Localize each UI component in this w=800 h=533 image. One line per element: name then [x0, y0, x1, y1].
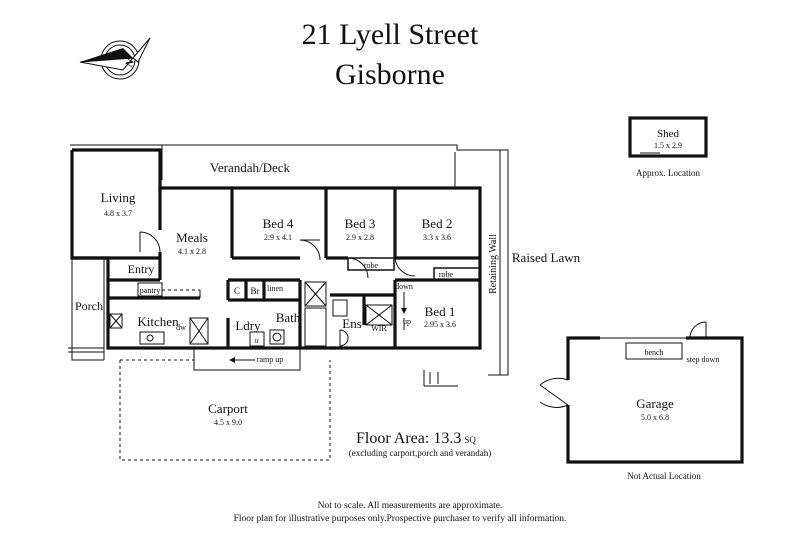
north-arrow-icon: N — [79, 37, 151, 80]
bed2-size: 3.3 x 3.6 — [423, 233, 451, 242]
shed-size: 1.5 x 2.9 — [654, 141, 682, 150]
retaining-wall-label: Retaining Wall — [488, 234, 499, 294]
dishwasher-label: dw — [176, 323, 186, 332]
floor-area-value: Floor Area: 13.3 — [356, 430, 461, 447]
shed — [628, 116, 708, 158]
address-title: 21 Lyell Street — [302, 18, 479, 51]
pantry-label: pantry — [140, 286, 160, 295]
bath-label: Bath — [276, 310, 301, 325]
garage-location-note: Not Actual Location — [627, 471, 701, 481]
step-down-label: step down — [687, 355, 720, 364]
meals-label: Meals — [176, 230, 208, 245]
bed1-label: Bed 1 — [425, 304, 456, 319]
entry-label: Entry — [128, 262, 155, 276]
carport-label: Carport — [208, 401, 248, 416]
bed1-size: 2.95 x 3.6 — [424, 320, 456, 329]
shed-label: Shed — [657, 128, 680, 140]
garage-size: 5.0 x 6.8 — [641, 413, 669, 422]
bed4-size: 2.9 x 4.1 — [264, 233, 292, 242]
carport-outline — [119, 359, 331, 461]
ramp-up-label: ramp up — [257, 355, 283, 364]
floor-area-unit: SQ — [464, 435, 476, 445]
living-label: Living — [101, 190, 136, 205]
down-label: down — [395, 282, 413, 291]
ensuite-label: Ens — [342, 316, 362, 331]
broom-label: Br — [251, 286, 260, 296]
garage — [539, 321, 744, 464]
robe2-label: robe — [439, 270, 454, 279]
shed-location-note: Approx. Location — [636, 168, 700, 178]
carport-size: 4.5 x 9.0 — [214, 418, 242, 427]
kitchen-label: Kitchen — [137, 314, 179, 329]
cupboard-label: C — [234, 286, 240, 296]
suburb-title: Gisborne — [335, 58, 445, 91]
floor-area-note: (excluding carport,porch and verandah) — [349, 448, 491, 458]
interior-walls — [72, 188, 481, 348]
bed3-label: Bed 3 — [345, 216, 376, 231]
laundry-label: Ldry — [235, 318, 261, 333]
bench-label: bench — [644, 348, 663, 357]
verandah-label: Verandah/Deck — [210, 160, 291, 175]
porch-area — [68, 258, 105, 361]
porch-label: Porch — [75, 299, 103, 313]
trough-label: tr — [255, 337, 260, 345]
bed3-size: 2.9 x 2.8 — [346, 233, 374, 242]
verandah-outline — [70, 144, 509, 387]
disclaimer-line1: Not to scale. All measurements are appro… — [318, 501, 503, 511]
linen-label: linen — [267, 284, 283, 293]
raised-lawn-label: Raised Lawn — [512, 250, 581, 265]
garage-label: Garage — [636, 396, 674, 411]
bed2-label: Bed 2 — [422, 216, 453, 231]
up-label: up — [403, 317, 411, 326]
disclaimer-line2: Floor plan for illustrative purposes onl… — [234, 513, 567, 524]
bed4-label: Bed 4 — [263, 216, 294, 231]
living-size: 4.8 x 3.7 — [104, 209, 132, 218]
robe3-label: robe — [364, 261, 379, 270]
meals-size: 4.1 x 2.8 — [178, 247, 206, 256]
wir-label: WIR — [371, 324, 387, 333]
ramp — [193, 347, 301, 371]
